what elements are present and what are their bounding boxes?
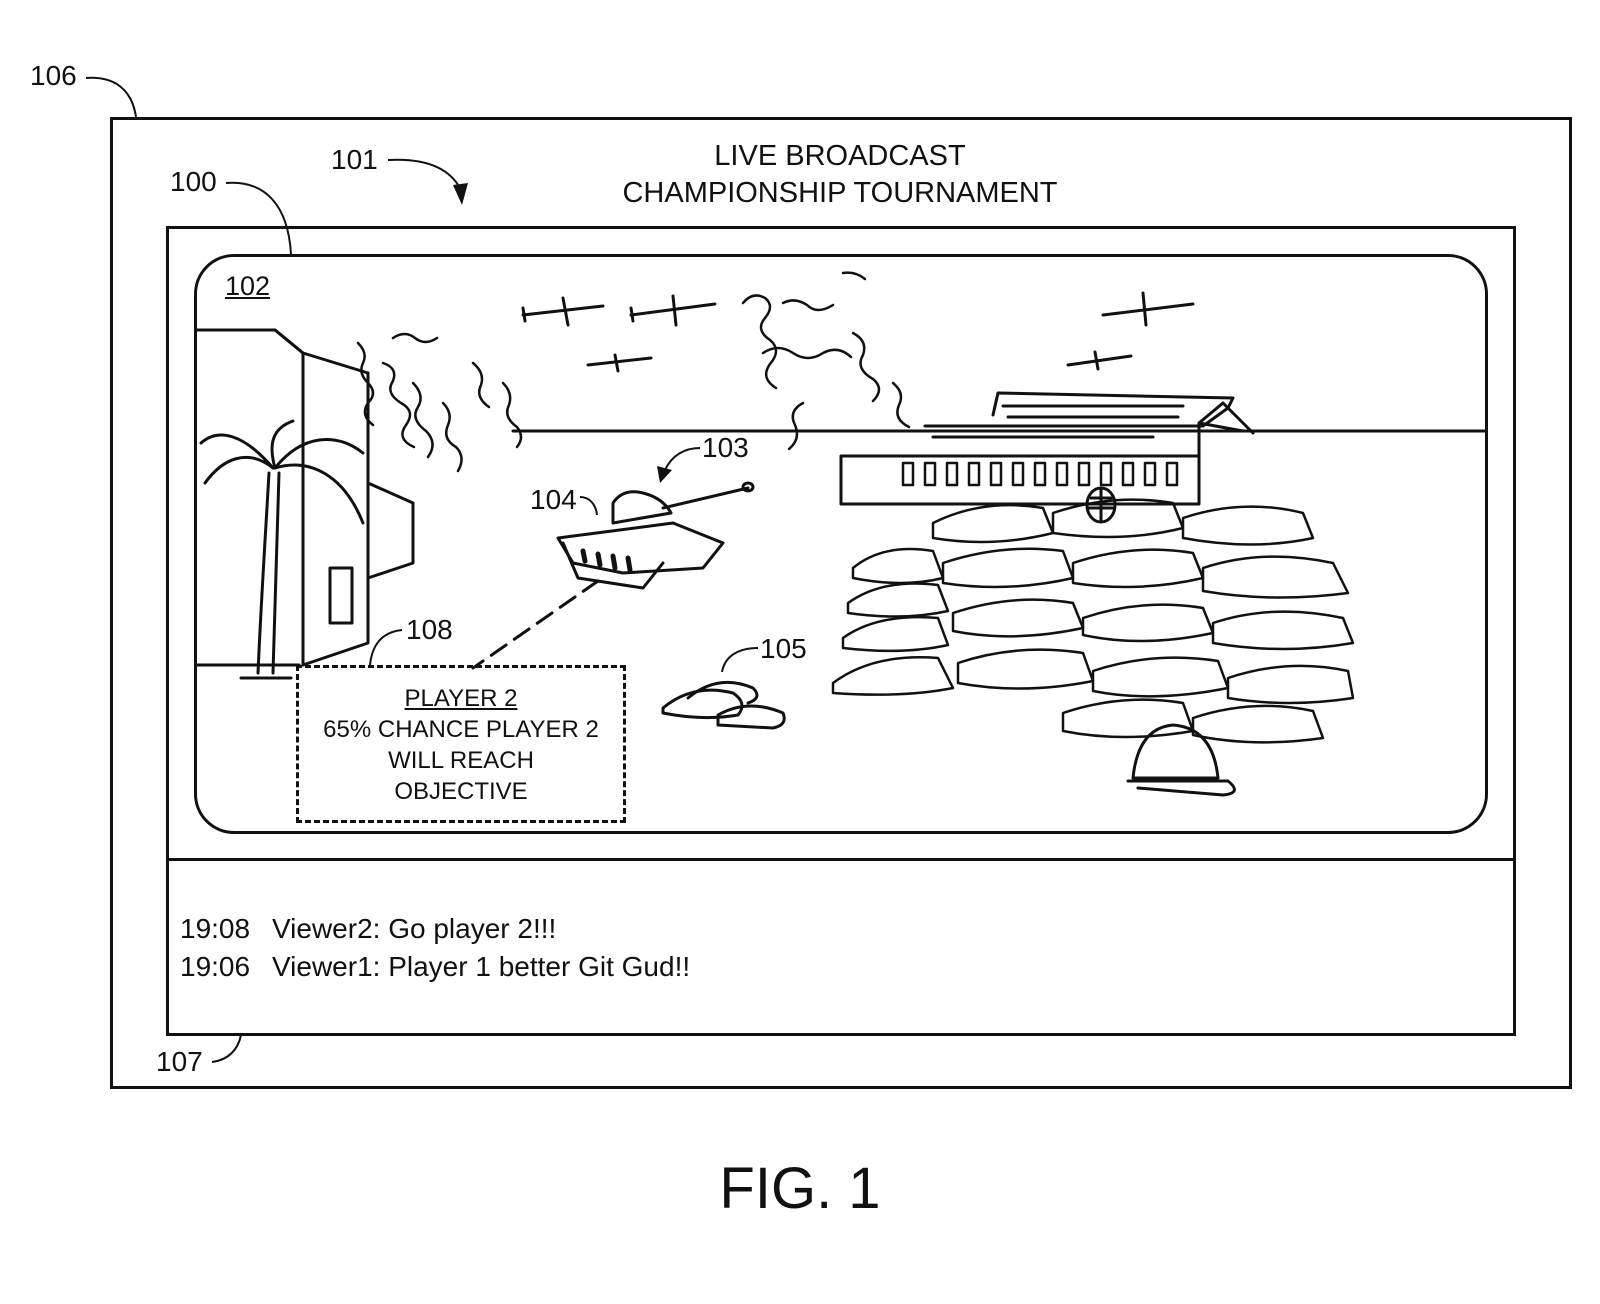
sandbag-wall-icon — [831, 498, 1355, 744]
helmet-icon — [1126, 723, 1236, 797]
leader-101 — [387, 158, 462, 191]
tank-icon — [556, 481, 755, 590]
ref-106: 106 — [30, 60, 77, 91]
figure-label: FIG. 1 — [719, 1156, 881, 1221]
ref-101: 101 — [331, 144, 378, 175]
prediction-line-2: WILL REACH — [388, 747, 534, 774]
airplane-icon — [521, 291, 1195, 373]
ref-102: 102 — [225, 271, 271, 301]
chat-message: 19:08 Viewer2: Go player 2!!! — [180, 910, 690, 948]
chat-message: 19:06 Viewer1: Player 1 better Git Gud!! — [180, 948, 690, 986]
panel-divider — [166, 858, 1516, 861]
ref-103: 103 — [702, 432, 749, 463]
leader-107 — [211, 1034, 242, 1063]
ref-108: 108 — [406, 614, 453, 645]
title-line-1: LIVE BROADCAST — [714, 140, 966, 172]
broadcast-panel — [166, 226, 1516, 1036]
ref-104: 104 — [530, 484, 577, 515]
smoke-trail-icon — [741, 271, 911, 451]
chat-time: 19:08 — [180, 913, 251, 944]
game-screen — [194, 254, 1488, 834]
prediction-heading: PLAYER 2 — [404, 685, 518, 712]
grenade-icon — [1085, 486, 1117, 524]
ref-105: 105 — [760, 633, 807, 664]
chat-area: 19:08 Viewer2: Go player 2!!! 19:06 Viewer… — [180, 910, 690, 986]
arrow-101 — [453, 183, 468, 205]
chat-text: Viewer2: Go player 2!!! — [272, 913, 557, 944]
ref-100: 100 — [170, 166, 217, 197]
prediction-line-3: OBJECTIVE — [394, 778, 528, 805]
broadcast-title: LIVE BROADCAST CHAMPIONSHIP TOURNAMENT — [560, 138, 1120, 212]
game-scene — [197, 271, 1485, 797]
barracks-windows — [901, 461, 1179, 487]
chat-time: 19:06 — [180, 951, 251, 982]
leader-106 — [85, 76, 137, 118]
prediction-box: PLAYER 2 65% CHANCE PLAYER 2 WILL REACH … — [296, 665, 626, 823]
chat-text: Viewer1: Player 1 better Git Gud!! — [272, 951, 691, 982]
display-frame — [110, 117, 1572, 1089]
title-line-2: CHAMPIONSHIP TOURNAMENT — [622, 177, 1058, 209]
smoke-trail-icon — [356, 332, 523, 473]
prediction-line-1: 65% CHANCE PLAYER 2 — [323, 716, 599, 743]
palm-tree-icon — [199, 419, 365, 680]
leader-100 — [225, 181, 292, 255]
connector-dashed — [471, 579, 600, 670]
sandbag-small-icon — [661, 680, 786, 730]
barracks-icon — [839, 391, 1255, 506]
ref-107: 107 — [156, 1046, 203, 1077]
building-icon — [197, 328, 415, 667]
